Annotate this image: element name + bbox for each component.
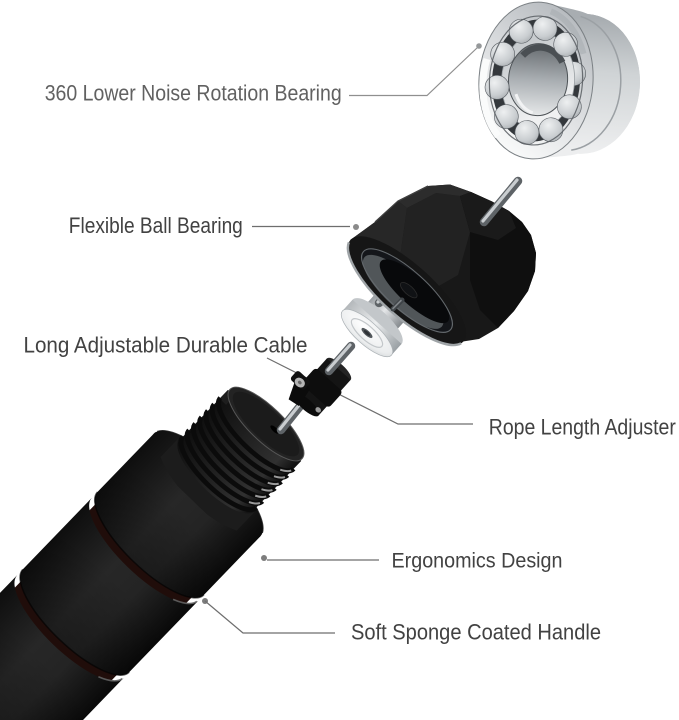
svg-text:Rope Length Adjuster: Rope Length Adjuster — [489, 414, 676, 439]
svg-text:Soft Sponge Coated Handle: Soft Sponge Coated Handle — [351, 620, 601, 645]
svg-text:360 Lower Noise Rotation Beari: 360 Lower Noise Rotation Bearing — [45, 81, 342, 106]
svg-text:Long Adjustable Durable Cable: Long Adjustable Durable Cable — [24, 333, 308, 358]
svg-text:Flexible Ball Bearing: Flexible Ball Bearing — [69, 213, 243, 238]
svg-text:Ergonomics Design: Ergonomics Design — [392, 549, 563, 573]
